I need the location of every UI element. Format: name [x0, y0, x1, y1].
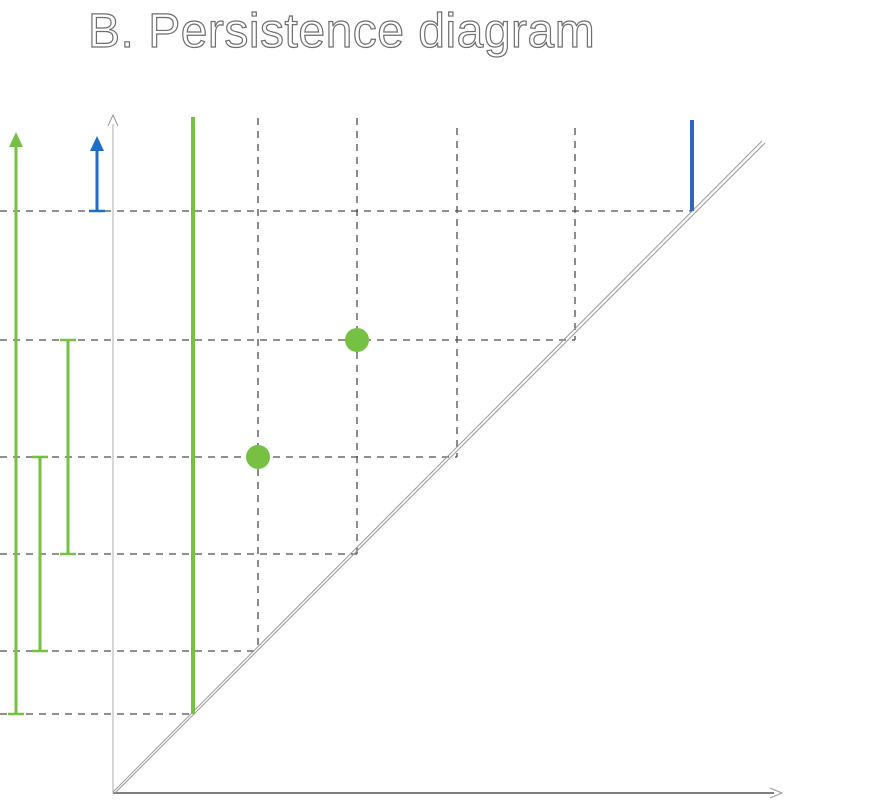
diagonal-line	[114, 142, 766, 794]
persistence-points	[246, 328, 369, 469]
barcode	[8, 132, 105, 716]
diagonal	[112, 140, 766, 794]
barcode-arrowhead-1	[9, 132, 23, 147]
y-axis-arrowhead	[107, 113, 119, 127]
axes	[107, 113, 784, 799]
grid-lines	[0, 118, 692, 715]
persistence-point-2	[345, 328, 369, 352]
infinite-classes	[191, 117, 694, 714]
diagram-title: B. Persistence diagram	[87, 4, 596, 58]
diagonal-line	[112, 140, 763, 793]
barcode-arrowhead-4	[90, 136, 104, 151]
x-axis-arrowhead	[769, 787, 784, 799]
persistence-point-1	[246, 445, 270, 469]
